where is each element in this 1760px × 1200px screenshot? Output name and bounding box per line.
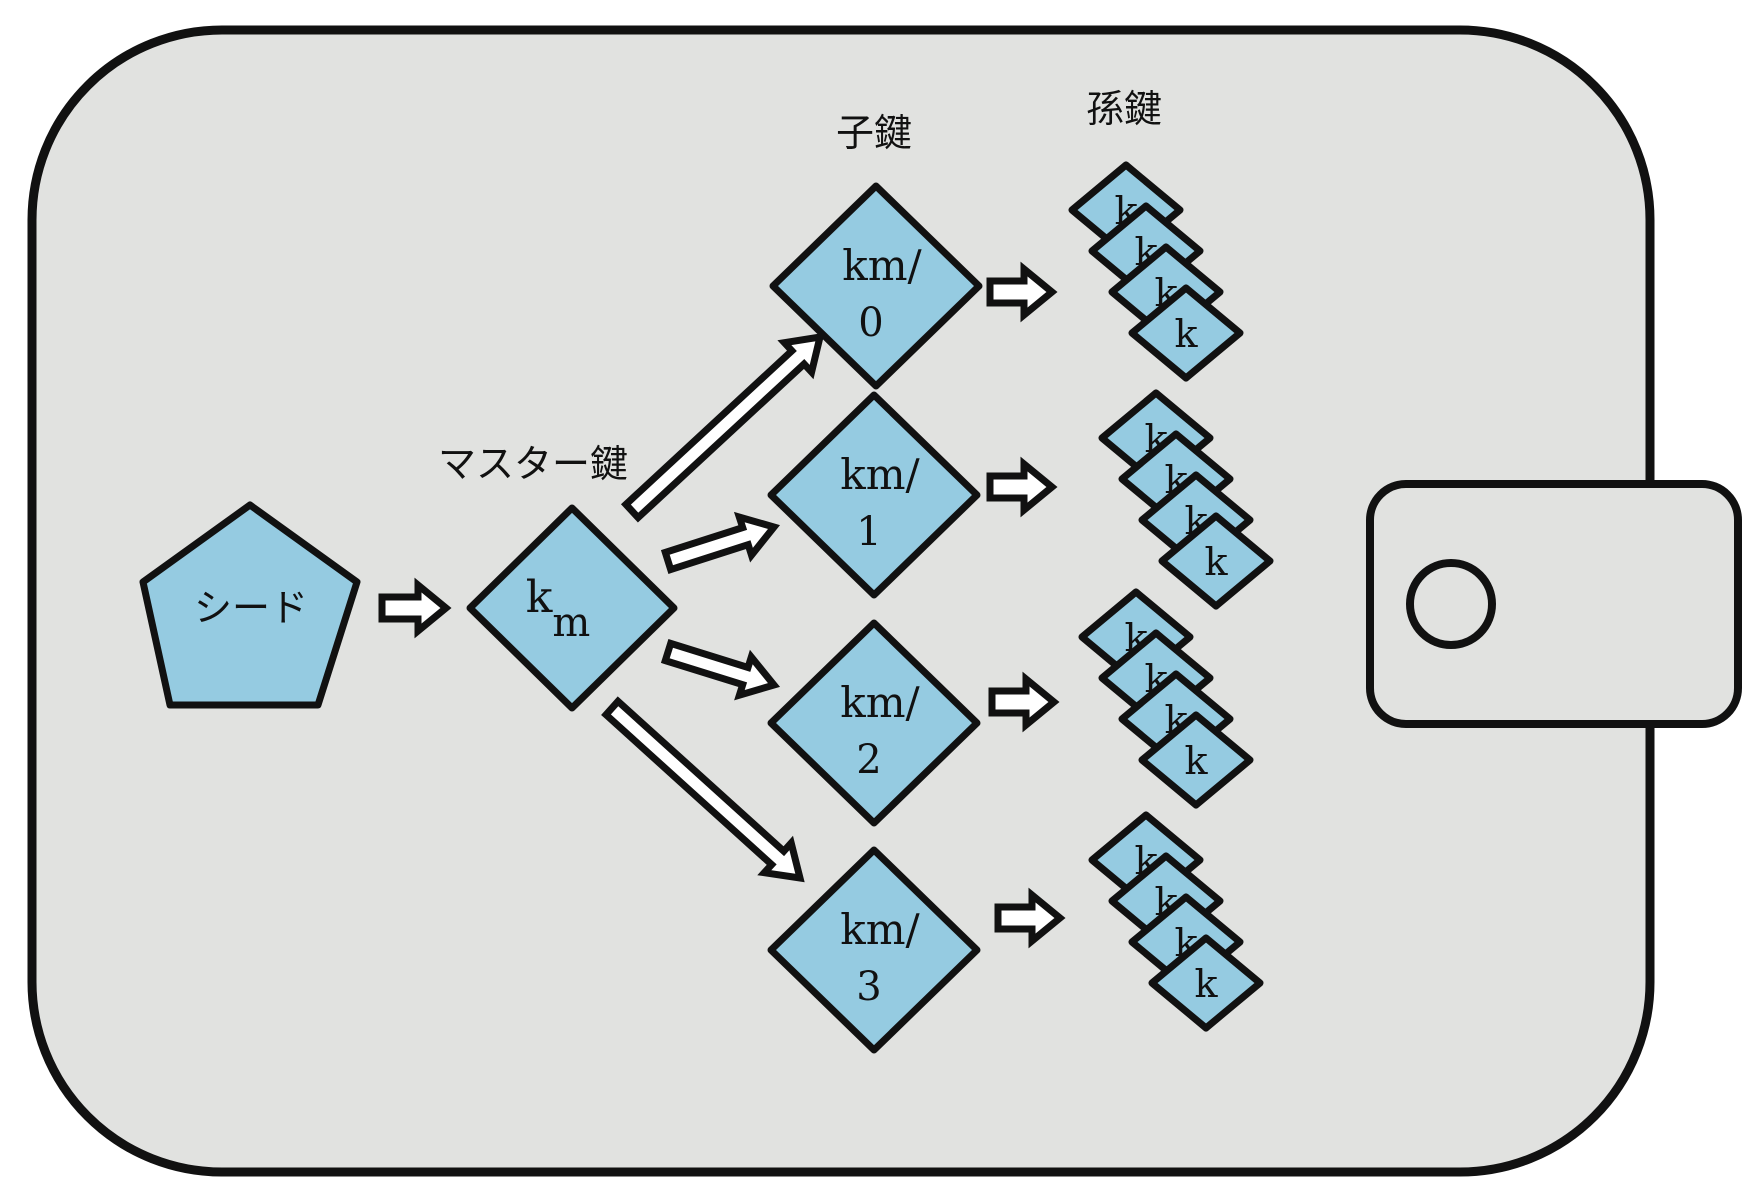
master-to-child-1-arrow	[660, 511, 781, 575]
child-key-label-line1: km/	[840, 450, 920, 499]
child-key-1: km/ 1	[767, 391, 981, 599]
child-key-diamond	[767, 619, 981, 827]
grandchild-key-diamond	[1128, 284, 1244, 382]
master-to-child-2-arrow	[660, 639, 781, 701]
grandchild-key-heading: 孫鍵	[1086, 87, 1162, 131]
child-key-label-line1: km/	[840, 678, 920, 727]
master-key-diamond	[466, 504, 678, 712]
grandchild-key-diamond	[1158, 512, 1274, 610]
seed-pentagon	[139, 501, 361, 709]
child-key-3: km/ 3	[767, 846, 981, 1054]
child-2-to-grandchild-arrow	[988, 671, 1060, 733]
child-1-to-grandchild-arrow	[986, 456, 1058, 518]
child-key-diamond	[769, 182, 983, 390]
wallet-clasp	[1366, 480, 1742, 728]
wallet-clasp-button	[1406, 559, 1496, 649]
seed-to-master-arrow	[378, 577, 452, 639]
child-key-0: km/ 0	[769, 182, 983, 390]
seed-label: シード	[194, 586, 308, 630]
child-key-label-line1: km/	[842, 241, 922, 290]
child-key-2: km/ 2	[767, 619, 981, 827]
child-key-diamond	[767, 846, 981, 1054]
child-0-to-grandchild-arrow	[986, 261, 1058, 323]
child-key-label-line1: km/	[840, 905, 920, 954]
grandchild-key-diamond	[1138, 711, 1254, 809]
child-key-label-line2: 3	[856, 964, 881, 1010]
master-key-label: km	[526, 572, 591, 646]
grandchild-key-label: k	[1194, 962, 1218, 1006]
child-key-label-line2: 2	[856, 737, 881, 783]
child-keys-group: km/ 0 km/ 1 km/ 2 km/ 3	[767, 182, 983, 1054]
grandchild-key-diamond	[1148, 934, 1264, 1032]
child-key-heading: 子鍵	[836, 111, 912, 155]
grandchild-key-label: k	[1204, 540, 1228, 584]
master-to-child-0-arrow	[620, 332, 825, 523]
child-key-label-line2: 0	[858, 300, 883, 346]
grandchild-key-label: k	[1174, 312, 1198, 356]
child-key-diamond	[767, 391, 981, 599]
arrows-group	[378, 261, 1066, 949]
master-key-heading: マスター鍵	[438, 442, 628, 486]
child-3-to-grandchild-arrow	[994, 887, 1066, 949]
child-key-label-line2: 1	[856, 509, 881, 555]
master-to-child-3-arrow	[601, 696, 805, 883]
grandchild-key-label: k	[1184, 739, 1208, 783]
